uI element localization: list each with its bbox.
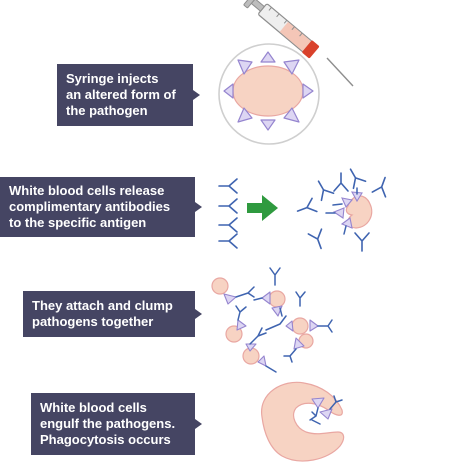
magnified-pathogen	[218, 43, 320, 145]
pointer-arrow-icon	[195, 309, 202, 319]
pointer-arrow-icon	[195, 202, 202, 212]
step-2-label: White blood cells release complimentary …	[0, 177, 202, 237]
green-arrow	[247, 195, 278, 221]
step-3-text: They attach and clump pathogens together	[32, 298, 173, 329]
step-1-text: Syringe injects an altered form of the p…	[66, 71, 176, 118]
step-4-text: White blood cells engulf the pathogens. …	[40, 400, 176, 447]
pointer-arrow-icon	[193, 90, 200, 100]
step-2-text: White blood cells release complimentary …	[9, 183, 171, 230]
pointer-arrow-icon	[195, 419, 202, 429]
free-antibodies	[218, 178, 238, 249]
clumped-pathogens	[211, 267, 333, 373]
step-3-label: They attach and clump pathogens together	[23, 291, 202, 337]
step-4-label: White blood cells engulf the pathogens. …	[31, 393, 202, 455]
pathogen-with-antibodies	[325, 187, 373, 235]
step-1-label: Syringe injects an altered form of the p…	[57, 64, 200, 126]
engulfed-pathogens	[309, 395, 343, 425]
syringe-icon	[243, 0, 354, 87]
white-blood-cell	[261, 381, 345, 462]
